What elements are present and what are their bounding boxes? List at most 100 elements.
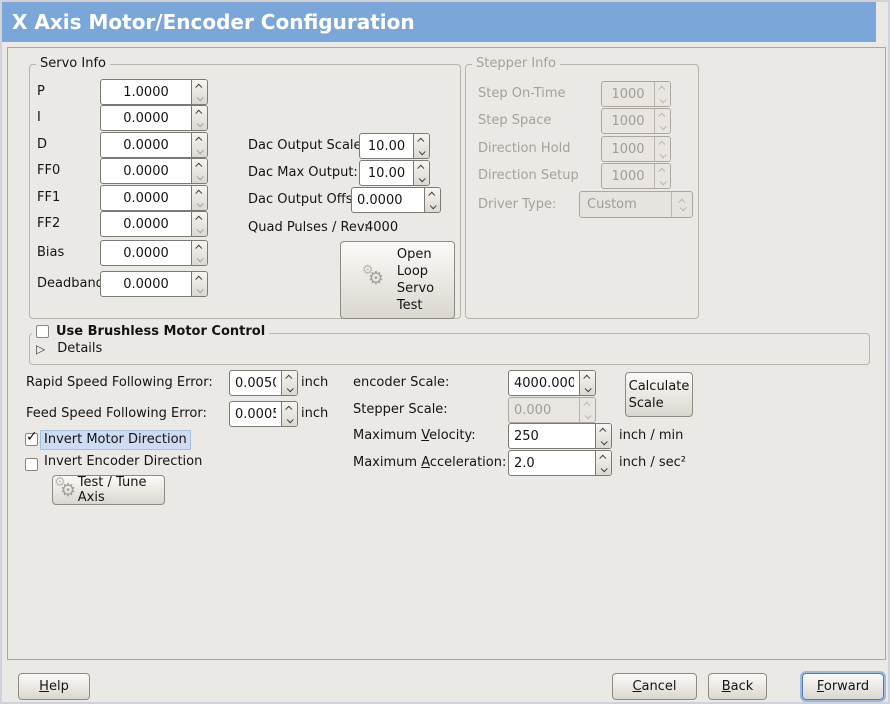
d-spinbox[interactable] bbox=[100, 132, 208, 158]
back-button[interactable]: Back bbox=[708, 673, 767, 700]
spin-up-button[interactable] bbox=[282, 371, 297, 383]
feed-error-input[interactable] bbox=[230, 402, 281, 426]
spin-up-button bbox=[655, 164, 670, 176]
spin-up-button[interactable] bbox=[414, 161, 429, 173]
spin-up-button[interactable] bbox=[282, 402, 297, 414]
spin-down-button[interactable] bbox=[192, 118, 207, 130]
deadband-spinbox[interactable] bbox=[100, 271, 208, 297]
max-velocity-spinbox[interactable] bbox=[508, 423, 612, 449]
gear-glyph: ⚙ bbox=[367, 268, 385, 289]
spin-up-button[interactable] bbox=[192, 159, 207, 171]
spin-up-button[interactable] bbox=[192, 133, 207, 145]
bias-spinbox[interactable] bbox=[100, 240, 208, 266]
spin-up-button[interactable] bbox=[192, 106, 207, 118]
spin-down-button[interactable] bbox=[596, 463, 611, 475]
use-brushless-label: Use Brushless Motor Control bbox=[56, 324, 266, 339]
encoder-scale-spinbox[interactable] bbox=[508, 370, 596, 396]
ff1-spinbox[interactable] bbox=[100, 185, 208, 211]
spin-up-button[interactable] bbox=[192, 80, 207, 92]
spin-down-button[interactable] bbox=[192, 171, 207, 183]
ff0-input[interactable] bbox=[101, 159, 191, 183]
details-label: Details bbox=[57, 341, 103, 356]
spin-down-button bbox=[655, 94, 670, 106]
spin-down-button[interactable] bbox=[192, 284, 207, 296]
chevron-up-icon bbox=[285, 374, 293, 382]
spin-up-button[interactable] bbox=[192, 241, 207, 253]
checkbox-icon[interactable] bbox=[36, 325, 49, 338]
bias-label: Bias bbox=[37, 245, 65, 260]
dac-output-scale-spinbox[interactable] bbox=[359, 133, 430, 159]
spin-down-button[interactable] bbox=[192, 92, 207, 104]
spin-down-button[interactable] bbox=[282, 383, 297, 395]
test-tune-axis-button[interactable]: ⚙ ⚙ Test / Tune Axis bbox=[52, 475, 165, 505]
i-input[interactable] bbox=[101, 106, 191, 130]
ff0-spinbox[interactable] bbox=[100, 158, 208, 184]
spin-buttons bbox=[579, 371, 595, 395]
max-acceleration-input[interactable] bbox=[509, 451, 595, 475]
dac-output-offset-spinbox[interactable] bbox=[351, 187, 441, 213]
spin-up-button[interactable] bbox=[596, 451, 611, 463]
deadband-input[interactable] bbox=[101, 272, 191, 296]
spin-up-button[interactable] bbox=[580, 371, 595, 383]
open-loop-servo-test-button[interactable]: ⚙ ⚙ Open Loop Servo Test bbox=[340, 241, 455, 319]
spin-up-button[interactable] bbox=[192, 186, 207, 198]
driver-type-value: Custom bbox=[587, 197, 637, 212]
chevron-down-icon bbox=[286, 415, 294, 423]
dac-max-output-input[interactable] bbox=[360, 161, 413, 185]
rapid-error-spinbox[interactable] bbox=[229, 370, 298, 396]
chevron-up-icon bbox=[658, 167, 666, 175]
cancel-button[interactable]: Cancel bbox=[612, 673, 697, 700]
bias-input[interactable] bbox=[101, 241, 191, 265]
dac-output-offset-input[interactable] bbox=[352, 188, 424, 212]
ff1-input[interactable] bbox=[101, 186, 191, 210]
forward-button[interactable]: Forward bbox=[802, 673, 884, 700]
max-acceleration-spinbox[interactable] bbox=[508, 450, 612, 476]
spin-down-button[interactable] bbox=[192, 198, 207, 210]
chevron-down-icon bbox=[600, 464, 608, 472]
chevron-down-icon bbox=[659, 122, 667, 130]
spin-buttons bbox=[413, 134, 429, 158]
invert-encoder-label[interactable]: Invert Encoder Direction bbox=[44, 454, 203, 469]
chevron-down-icon bbox=[196, 172, 204, 180]
feed-error-spinbox[interactable] bbox=[229, 401, 298, 427]
i-spinbox[interactable] bbox=[100, 105, 208, 131]
spin-down-button[interactable] bbox=[596, 436, 611, 448]
details-expander[interactable]: ▷ Details bbox=[36, 341, 102, 356]
ff2-input[interactable] bbox=[101, 212, 191, 236]
spin-down-button[interactable] bbox=[414, 173, 429, 185]
p-input[interactable] bbox=[101, 80, 191, 104]
calculate-scale-button[interactable]: Calculate Scale bbox=[625, 372, 693, 417]
dac-max-output-spinbox[interactable] bbox=[359, 160, 430, 186]
max-velocity-input[interactable] bbox=[509, 424, 595, 448]
rapid-error-input[interactable] bbox=[230, 371, 281, 395]
help-button[interactable]: Help bbox=[18, 673, 90, 700]
p-spinbox[interactable] bbox=[100, 79, 208, 105]
spin-down-button[interactable] bbox=[414, 146, 429, 158]
use-brushless-checkbox[interactable]: Use Brushless Motor Control bbox=[32, 324, 270, 339]
d-input[interactable] bbox=[101, 133, 191, 157]
driver-type-combobox: Custom bbox=[579, 191, 693, 218]
spin-buttons bbox=[281, 402, 297, 426]
spin-down-button[interactable] bbox=[192, 253, 207, 265]
invert-motor-label[interactable]: Invert Motor Direction bbox=[40, 430, 191, 450]
ff2-spinbox[interactable] bbox=[100, 211, 208, 237]
spin-up-button[interactable] bbox=[425, 188, 440, 200]
spin-down-button[interactable] bbox=[425, 200, 440, 212]
chevron-down-icon bbox=[196, 285, 204, 293]
max-velocity-label: Maximum Velocity: bbox=[353, 428, 476, 443]
i-label: I bbox=[37, 110, 41, 125]
spin-up-button[interactable] bbox=[596, 424, 611, 436]
encoder-scale-input[interactable] bbox=[509, 371, 579, 395]
invert-encoder-checkbox[interactable] bbox=[25, 458, 38, 471]
spin-up-button[interactable] bbox=[192, 212, 207, 224]
spin-down-button[interactable] bbox=[282, 414, 297, 426]
spin-down-button[interactable] bbox=[192, 224, 207, 236]
dac-output-scale-input[interactable] bbox=[360, 134, 413, 158]
chevron-up-icon bbox=[195, 162, 203, 170]
direction-hold-input bbox=[602, 137, 654, 161]
spin-up-button[interactable] bbox=[414, 134, 429, 146]
spin-down-button[interactable] bbox=[580, 383, 595, 395]
spin-up-button[interactable] bbox=[192, 272, 207, 284]
spin-down-button[interactable] bbox=[192, 145, 207, 157]
invert-motor-checkbox[interactable]: ✓ bbox=[25, 429, 38, 446]
